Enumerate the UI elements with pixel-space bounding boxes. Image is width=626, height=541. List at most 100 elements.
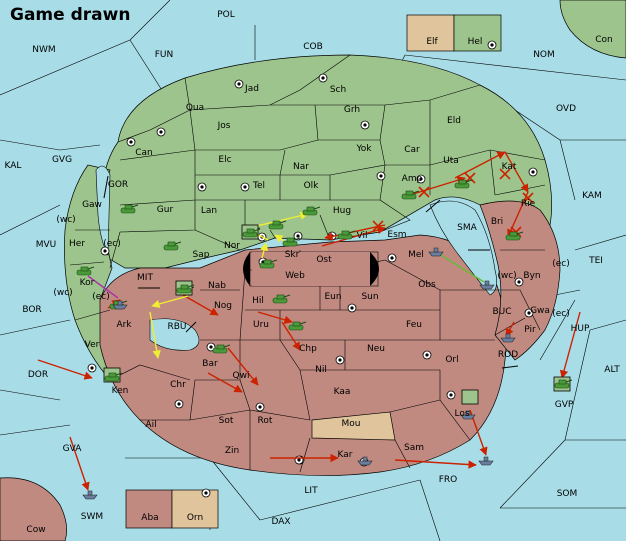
army-unit[interactable]: [272, 294, 291, 304]
label-north-5: Eld: [447, 116, 461, 126]
label-seas-13: BOR: [22, 305, 41, 315]
fleet-unit[interactable]: [460, 410, 476, 420]
order-move-arrow: [227, 347, 259, 386]
order-move-arrow: [505, 321, 515, 337]
label-north-30: Kor: [80, 278, 95, 288]
fleet-unit[interactable]: [357, 456, 373, 466]
label-south-10: Uru: [253, 320, 269, 330]
supply-center-dot: [449, 393, 453, 397]
label-north-11: Uta: [443, 156, 459, 166]
fleet-unit[interactable]: [478, 456, 494, 466]
order-support-arrow: [149, 311, 161, 359]
army-unit[interactable]: [302, 206, 321, 216]
label-seas-8: KAL: [5, 161, 22, 171]
label-south-6: Sun: [361, 292, 378, 302]
order-move-arrow: [257, 311, 293, 324]
canal-fill: [252, 252, 370, 286]
order-move-arrow: [394, 459, 477, 469]
order-move-arrow: [321, 226, 386, 247]
label-north-4: Grh: [344, 105, 360, 115]
label-south-25: Mou: [342, 419, 361, 429]
army-unit[interactable]: [212, 344, 231, 354]
army-unit[interactable]: [268, 220, 287, 230]
army-unit[interactable]: [176, 284, 195, 294]
supply-center-dot: [209, 345, 213, 349]
order-move-arrow: [37, 359, 93, 380]
fleet-unit[interactable]: [479, 280, 495, 290]
region-orn[interactable]: [171, 489, 219, 529]
sea-rbu-inner[interactable]: [149, 318, 200, 351]
label-south-31: Pir: [524, 325, 536, 335]
label-south-33: GVP: [555, 400, 574, 410]
region-con[interactable]: [559, 0, 626, 59]
army-unit[interactable]: [282, 237, 301, 247]
label-south-30: Byn: [523, 271, 540, 281]
label-south-19: Ken: [112, 386, 129, 396]
label-north-17: Hug: [333, 206, 351, 216]
label-seas-7: KAM: [582, 191, 602, 201]
army-unit[interactable]: [104, 372, 123, 382]
order-move-arrow: [504, 151, 529, 193]
supply-center-dot: [296, 234, 300, 238]
label-south-29: Sam: [404, 443, 424, 453]
army-unit[interactable]: [163, 241, 182, 251]
label-seas-0: POL: [217, 10, 235, 20]
army-unit[interactable]: [554, 379, 573, 389]
label-north-16: Lan: [201, 206, 217, 216]
label-seas-17: TEI: [588, 256, 603, 266]
label-south-23: Sot: [219, 416, 234, 426]
supply-center-dot: [527, 311, 531, 315]
label-north-13: Olk: [304, 181, 320, 191]
sea-gor-inner[interactable]: [95, 165, 111, 257]
army-unit[interactable]: [242, 228, 261, 238]
label-north-6: Can: [135, 148, 153, 158]
fleet-unit[interactable]: [428, 247, 444, 257]
label-north-10: Car: [404, 145, 420, 155]
label-north-8: Nar: [293, 162, 309, 172]
order-move-arrow: [454, 151, 506, 179]
region-cow[interactable]: [0, 477, 67, 541]
label-south-7: Obs: [418, 280, 436, 290]
label-seas-23: SWM: [81, 512, 103, 522]
region-aba[interactable]: [125, 489, 173, 529]
label-south-13: Chp: [299, 344, 317, 354]
army-unit[interactable]: [288, 321, 307, 331]
label-north-24: Esm: [387, 230, 406, 240]
label-seas-28: Cow: [26, 525, 45, 535]
label-seas-12: MIT: [137, 273, 153, 283]
label-north-0: Jad: [244, 84, 259, 94]
army-unit[interactable]: [337, 230, 356, 240]
label-north-14: Kat: [502, 162, 517, 172]
army-unit[interactable]: [76, 266, 95, 276]
label-north-19: Rie: [521, 199, 536, 209]
passage-arrows: [103, 175, 519, 369]
label-north-27: Her: [69, 239, 85, 249]
label-south-12: Ver: [85, 340, 100, 350]
army-unit[interactable]: [454, 179, 473, 189]
fleet-unit[interactable]: [82, 490, 98, 500]
supply-center-dot: [419, 177, 423, 181]
fleet-unit[interactable]: [500, 333, 516, 343]
supply-center-dot: [490, 43, 494, 47]
label-north-20: Sap: [193, 250, 210, 260]
label-south-38: (wc): [53, 288, 72, 298]
sea-sma-inner[interactable]: [429, 200, 497, 296]
supply-center-dot: [204, 491, 208, 495]
region-elf[interactable]: [406, 14, 455, 52]
label-south-24: Rot: [258, 416, 273, 426]
label-south-9: Nog: [214, 301, 232, 311]
army-unit[interactable]: [120, 204, 139, 214]
label-south-20: Chr: [170, 380, 186, 390]
label-south-34: Aba: [141, 513, 158, 523]
army-unit[interactable]: [259, 259, 278, 269]
label-seas-6: OVD: [556, 104, 576, 114]
army-unit[interactable]: [401, 190, 420, 200]
fleet-unit[interactable]: [112, 300, 128, 310]
label-seas-11: MVU: [36, 240, 57, 250]
label-north-12: Tel: [252, 181, 265, 191]
label-south-36: (wc): [497, 271, 516, 281]
army-unit[interactable]: [505, 231, 524, 241]
